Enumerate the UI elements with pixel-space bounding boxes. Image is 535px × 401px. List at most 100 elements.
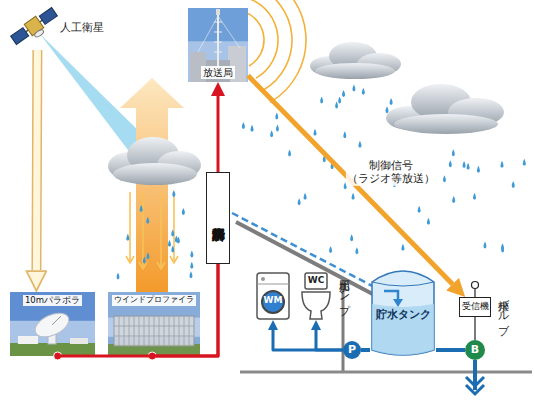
analysis-box: 局所降水解析: [206, 172, 230, 264]
rain-drop: [171, 245, 174, 252]
rain-drop: [320, 96, 323, 103]
node-label: 貯水タンク: [376, 309, 431, 321]
photo-ground: [10, 343, 95, 356]
fence-bar: [119, 316, 120, 346]
radar-beam: [120, 78, 184, 292]
rain-drop: [358, 141, 361, 148]
solar-panel: [11, 28, 29, 45]
satellite-dish: [34, 28, 45, 38]
broadcast-station: 放送局: [188, 8, 248, 82]
rain-drop: [276, 125, 279, 132]
rain-drop: [172, 190, 175, 197]
rain-drop: [329, 246, 332, 253]
fence-bar: [129, 316, 130, 346]
connector-path: [33, 50, 41, 270]
profiler-fence: [114, 316, 194, 346]
satellite-beam: [40, 34, 150, 150]
fence-bar: [174, 316, 175, 346]
rain-drop: [270, 130, 273, 137]
rain-drop: [335, 101, 338, 108]
machine-panel: [257, 284, 289, 285]
rain-drop: [343, 131, 346, 138]
pump-label: 加圧ポンプ: [338, 272, 350, 308]
photo-sky: [108, 292, 200, 356]
water-tank: 貯水タンク: [370, 262, 436, 358]
radio-waves: [244, 0, 306, 102]
radio-tower: [217, 12, 219, 70]
rain-drop: [314, 129, 317, 136]
rain-drop: [501, 245, 504, 252]
cloud: [386, 84, 504, 134]
fence-bar: [179, 316, 180, 346]
connector-path: [248, 76, 453, 285]
toilet-bowl: [302, 292, 330, 319]
valve-circle: [465, 340, 485, 360]
guy-wire: [198, 16, 218, 52]
water-pipe: [361, 350, 370, 351]
rain-drop: [304, 193, 307, 200]
drain-chevron: [466, 377, 484, 386]
rain-drop: [443, 175, 446, 182]
rain-drop: [523, 159, 526, 166]
rain-drop: [352, 193, 355, 200]
tower-bar: [214, 22, 222, 23]
toilet: WC: [300, 272, 332, 320]
fence-bar: [159, 316, 160, 346]
edge-label: 制御信号 （ラジオ等放送）: [345, 159, 435, 185]
fence-bar: [124, 316, 125, 346]
antenna-feed: [52, 316, 61, 325]
fence-bar: [144, 316, 145, 346]
rain-drop: [168, 240, 171, 247]
rain-drop: [427, 218, 430, 225]
rain-drop: [171, 229, 174, 236]
washing-machine: WM: [256, 272, 290, 320]
rain-drop: [140, 205, 143, 212]
fence-bar: [114, 326, 194, 327]
pump-symbol: P: [343, 341, 361, 359]
antenna-dish: [31, 308, 72, 341]
signal-arrow: [248, 76, 453, 285]
tank-water: [372, 304, 434, 355]
tank-body: [372, 271, 434, 355]
machine-body: [257, 273, 289, 319]
rain-drop: [323, 155, 326, 162]
rain-echo-arrows: [126, 192, 178, 269]
toilet-tank: [305, 273, 327, 289]
connector-path: [474, 317, 475, 340]
drain-chevron: [466, 385, 484, 394]
node-label: B: [471, 344, 479, 356]
rain-drop: [352, 85, 355, 92]
fence-bar: [114, 336, 194, 337]
connector-path: [361, 348, 370, 352]
radio-wave: [259, 0, 306, 102]
echo-line: [142, 192, 144, 268]
photo-building: [70, 338, 88, 344]
node-label: 人工衛星: [60, 22, 104, 34]
solar-panel: [39, 8, 57, 25]
rain-drop: [338, 97, 341, 104]
rain-drop: [242, 122, 245, 129]
rain-drop: [477, 166, 480, 173]
rain-drop: [452, 196, 455, 203]
machine-door: [262, 291, 284, 313]
cloud-puff: [113, 163, 197, 185]
receiver-box: 受信機: [459, 297, 491, 317]
node-label: ウインドプロファイラ: [112, 295, 196, 306]
satellite-node: 人工衛星: [8, 6, 106, 50]
rain-drop: [350, 234, 353, 241]
tower-top: [216, 9, 220, 15]
tower-bar: [214, 42, 222, 43]
drain-pipe: [473, 360, 477, 390]
water-pipe: [273, 330, 343, 350]
fence-bar: [149, 316, 150, 346]
connector-path: [436, 348, 465, 352]
fence-bar: [164, 316, 165, 346]
rain-drop: [355, 247, 358, 254]
rain-drop: [117, 272, 120, 279]
water-pipe: [436, 350, 465, 351]
connector-path: [316, 330, 343, 350]
rain-drop: [189, 271, 192, 278]
cloud: [310, 42, 401, 79]
radio-wave: [254, 0, 292, 90]
rain-drop: [390, 98, 393, 105]
